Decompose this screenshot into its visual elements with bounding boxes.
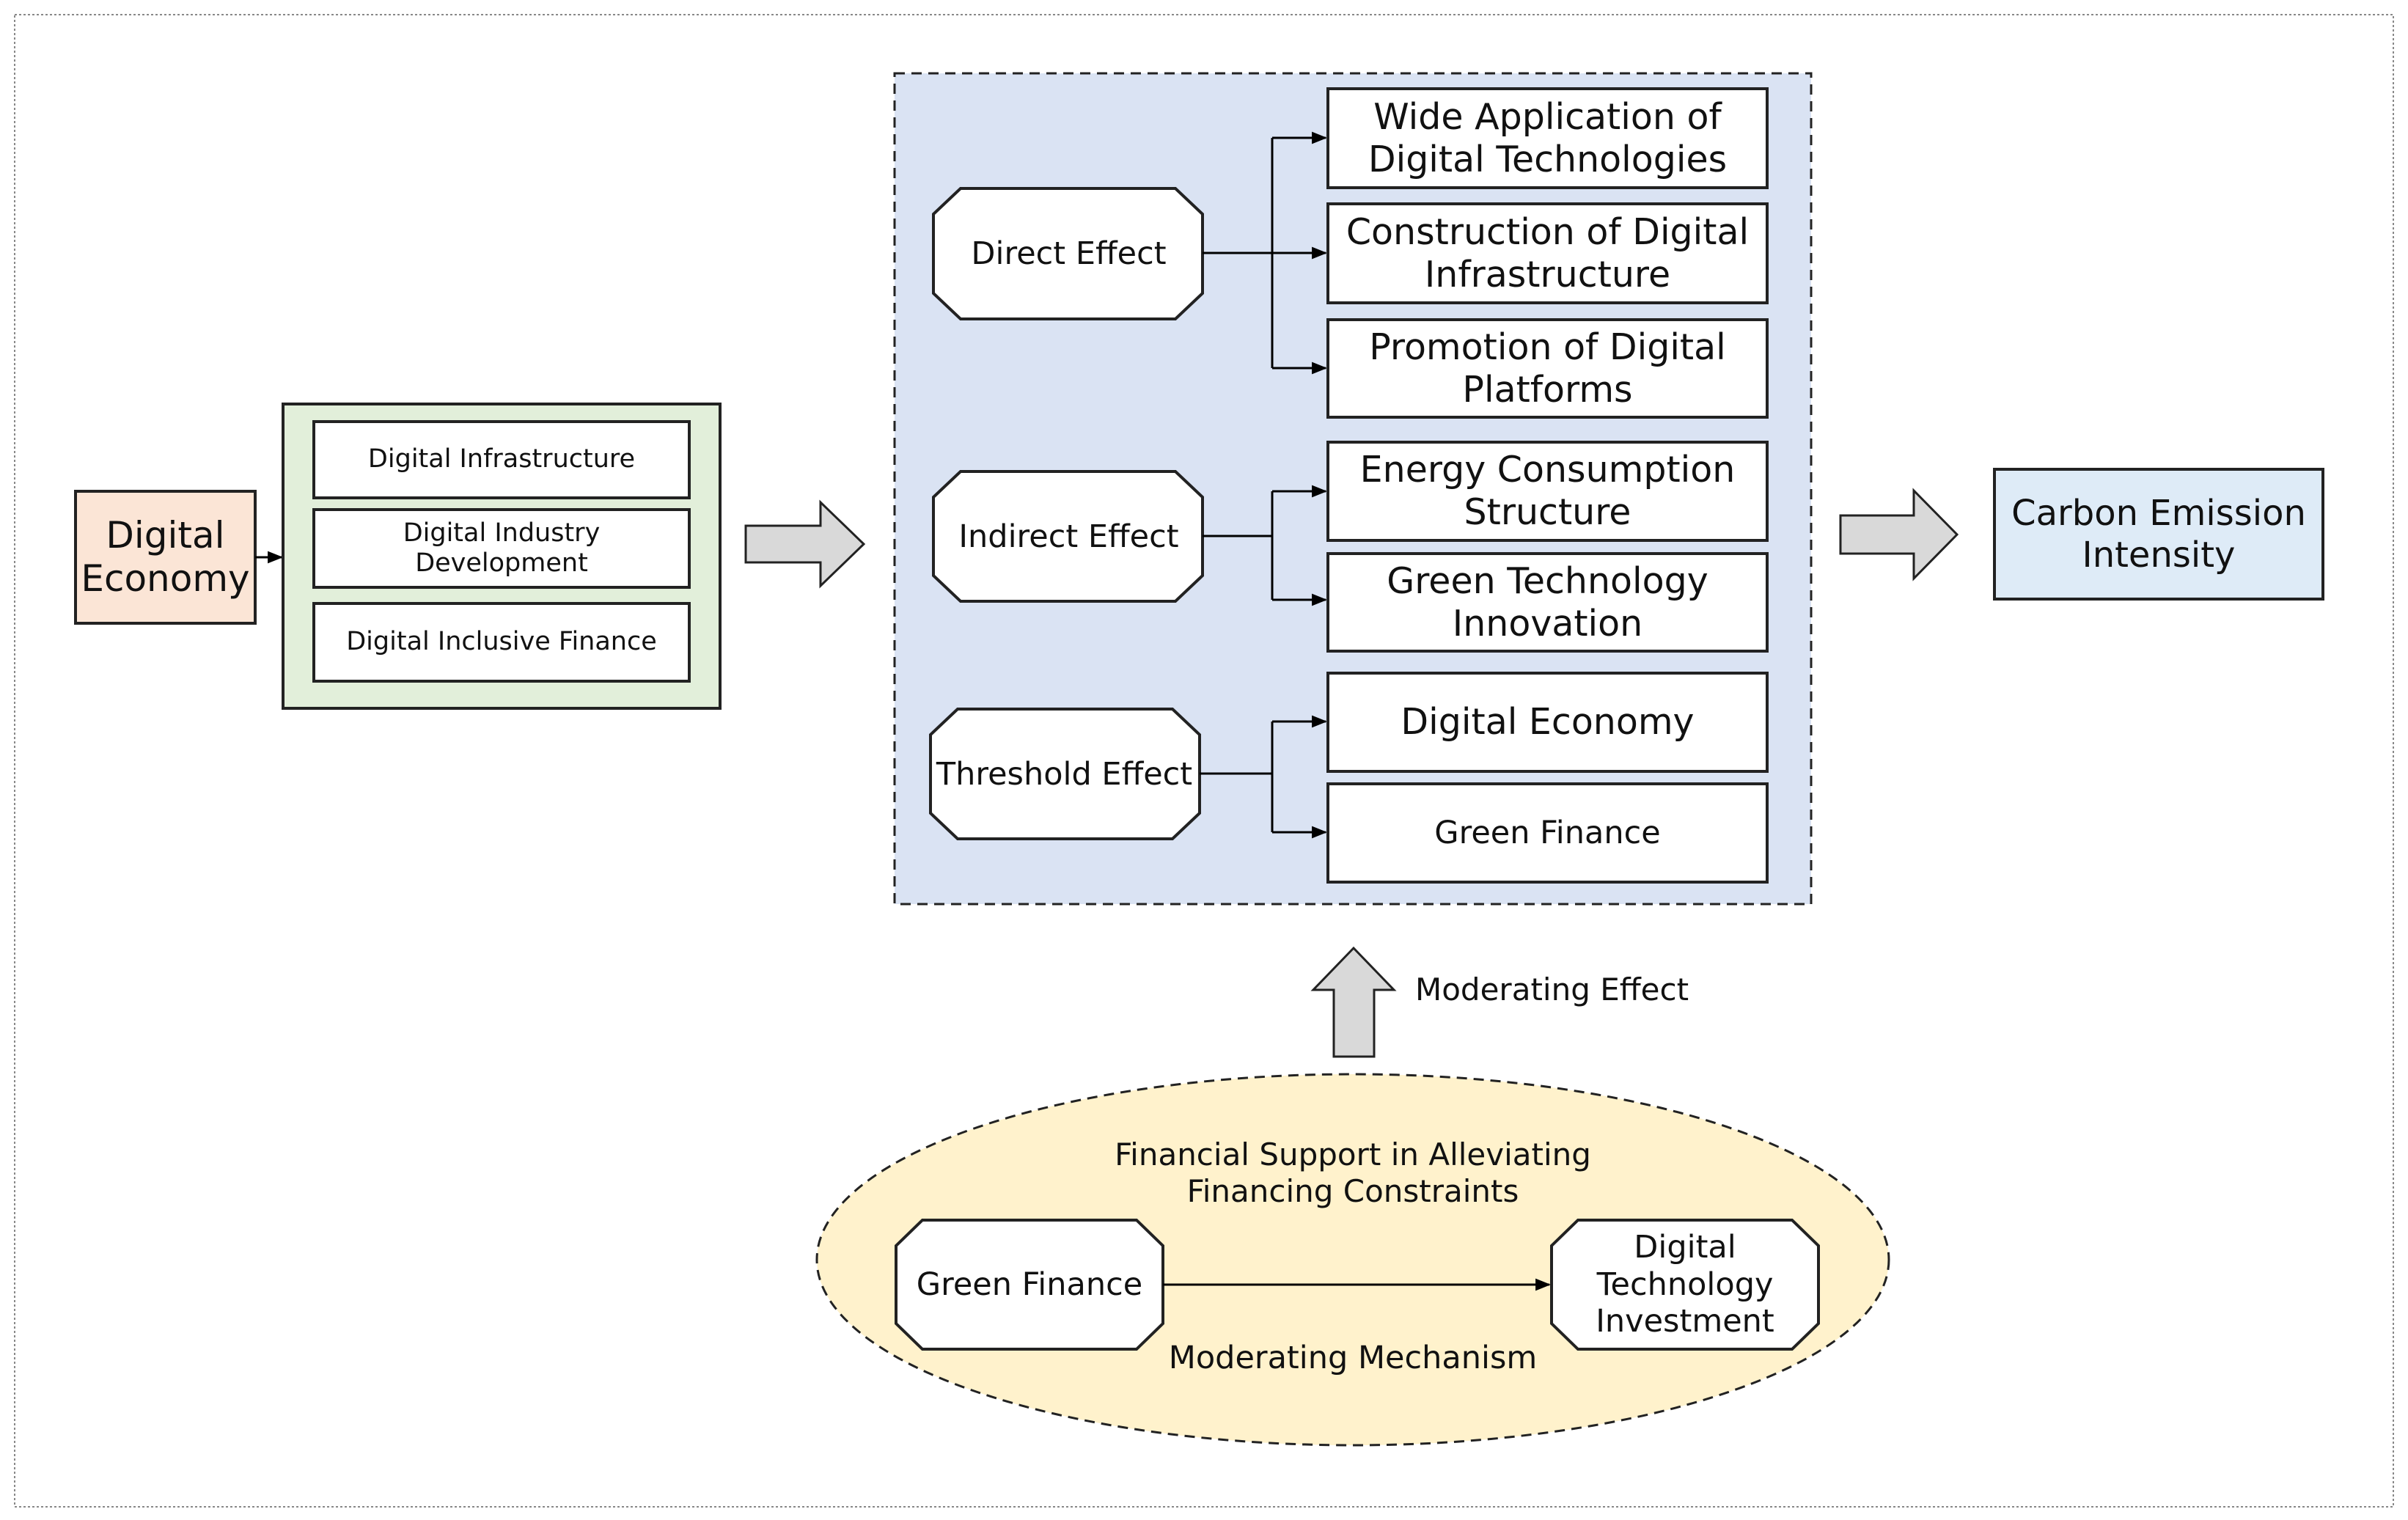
digital-economy-label: Digital Economy: [81, 514, 250, 600]
dimension-box-2: [312, 508, 691, 589]
outcome-label-1: Wide Application of Digital Technologies: [1368, 95, 1728, 180]
outcome-label-3: Promotion of Digital Platforms: [1369, 326, 1726, 411]
digital-tech-investment-label: Digital Technology Investment: [1596, 1228, 1774, 1340]
direct-effect-octagon: [932, 187, 1204, 320]
block-arrow-right-2: [1839, 488, 1959, 581]
outcome-label-6: Digital Economy: [1401, 701, 1695, 744]
outcome-label-5: Green Technology Innovation: [1387, 559, 1708, 645]
dimension-label-3: Digital Inclusive Finance: [346, 627, 657, 657]
digital-tech-investment-octagon: [1550, 1219, 1820, 1351]
dimension-box-3: [312, 602, 691, 683]
dimension-label-2: Digital Industry Development: [403, 518, 601, 578]
threshold-effect-octagon: [929, 708, 1201, 840]
indirect-effect-octagon: [932, 470, 1204, 603]
moderating-mechanism-label: Moderating Mechanism: [1168, 1339, 1538, 1376]
outcome-box-2: [1326, 202, 1769, 304]
outcome-box-3: [1326, 318, 1769, 419]
green-finance-label: Green Finance: [916, 1266, 1143, 1303]
outcome-box-7: [1326, 782, 1769, 884]
green-finance-octagon: [895, 1219, 1164, 1351]
indirect-effect-label: Indirect Effect: [958, 518, 1179, 555]
carbon-emission-label: Carbon Emission Intensity: [2011, 492, 2306, 576]
block-arrow-up: [1310, 946, 1397, 1058]
carbon-emission-box: [1993, 468, 2324, 601]
outcome-box-5: [1326, 552, 1769, 653]
moderation-title: Financial Support in Alleviating Financi…: [1115, 1137, 1591, 1209]
threshold-effect-label: Threshold Effect: [936, 755, 1193, 793]
outcome-label-4: Energy Consumption Structure: [1359, 449, 1736, 533]
dimension-box-1: [312, 420, 691, 499]
outcome-box-6: [1326, 672, 1769, 773]
outer-frame: [14, 14, 2394, 1508]
outcome-box-4: [1326, 441, 1769, 542]
digital-economy-box: [74, 490, 257, 625]
direct-effect-label: Direct Effect: [971, 235, 1167, 272]
dimension-label-1: Digital Infrastructure: [367, 444, 636, 474]
block-arrow-right-1: [744, 499, 866, 589]
moderating-effect-label: Moderating Effect: [1415, 972, 1689, 1008]
outcome-label-7: Green Finance: [1434, 814, 1661, 851]
moderation-ellipse: [815, 1073, 1890, 1447]
outcome-box-1: [1326, 87, 1769, 189]
outcome-label-2: Construction of Digital Infrastructure: [1346, 210, 1750, 295]
